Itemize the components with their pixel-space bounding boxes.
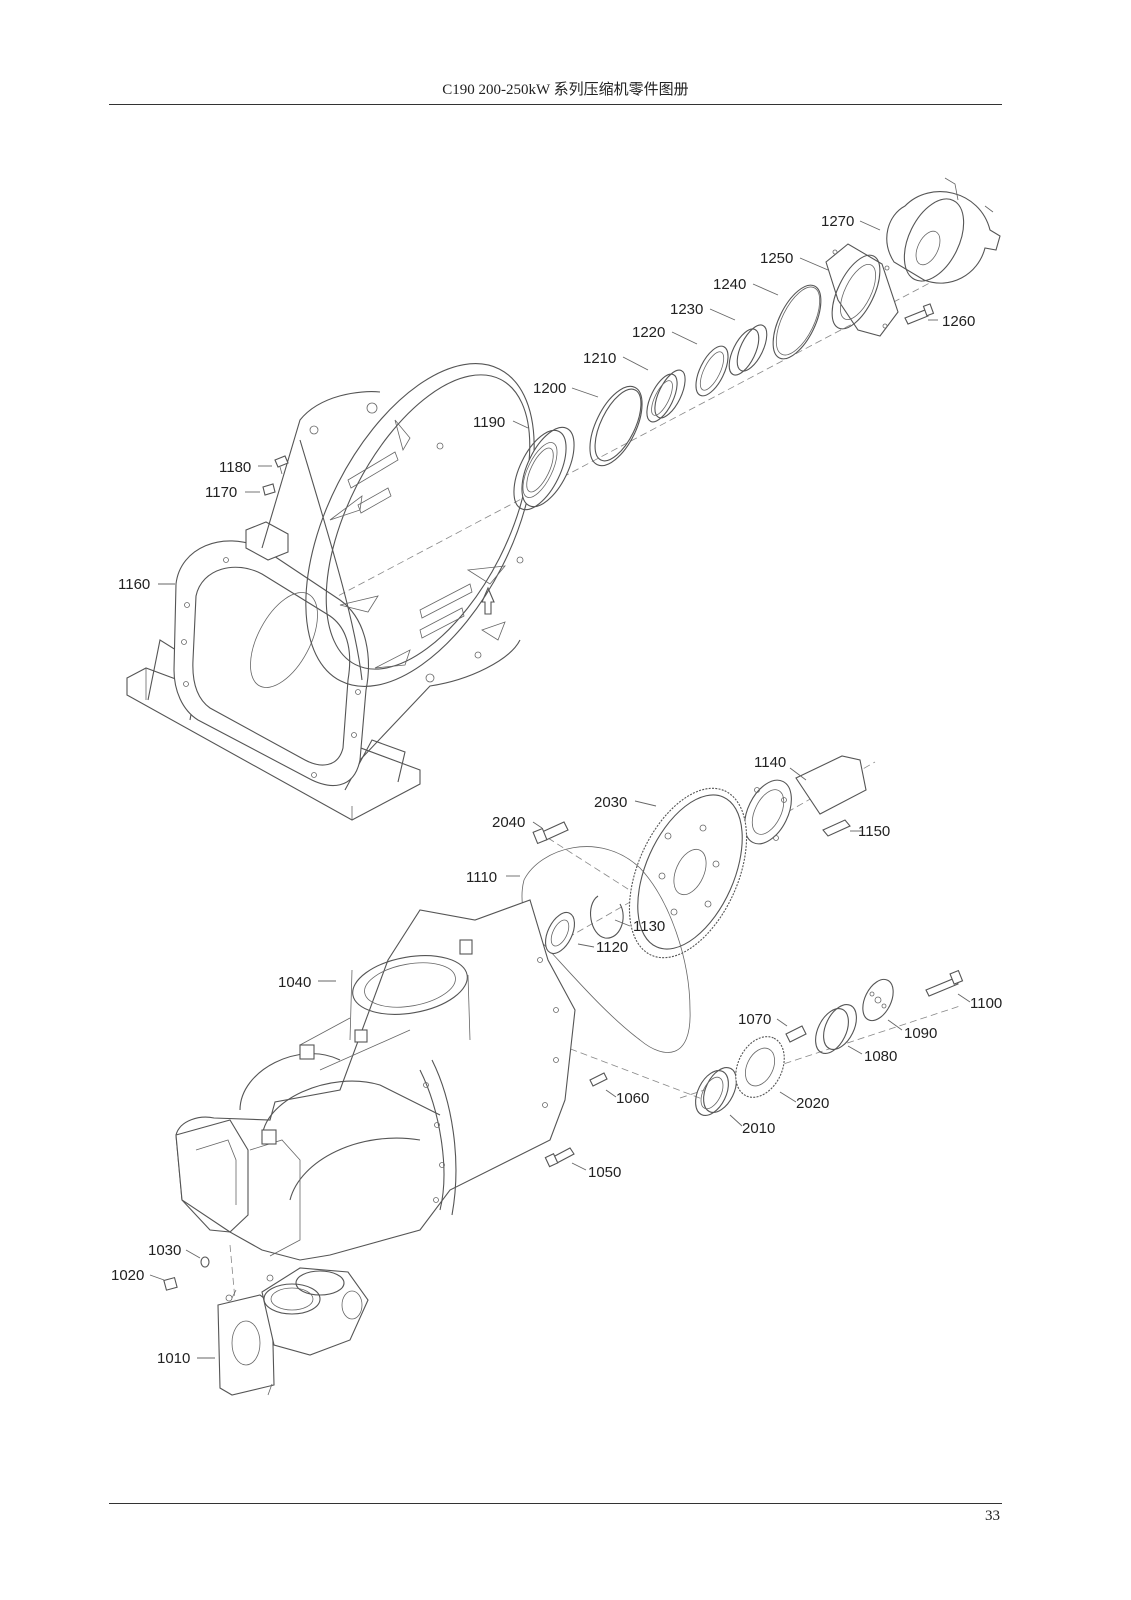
callout-1150: 1150 — [858, 823, 890, 840]
callout-1040: 1040 — [278, 974, 311, 991]
callout-1130: 1130 — [633, 918, 665, 935]
page-header-title: C190 200-250kW 系列压缩机零件图册 — [442, 82, 689, 98]
pin-1060-drawing — [589, 1072, 608, 1087]
callout-1110: 1110 — [466, 869, 497, 886]
callout-2030: 2030 — [594, 794, 627, 811]
footer-rule — [109, 1503, 1002, 1504]
bolt-1100-drawing — [925, 969, 964, 997]
callout-1080: 1080 — [864, 1048, 897, 1065]
bolt-1260-drawing — [904, 303, 935, 325]
callout-1160: 1160 — [118, 576, 150, 593]
key-1150-drawing — [822, 819, 851, 837]
o-ring-1240-drawing — [772, 284, 822, 360]
bushing-1230-drawing — [728, 324, 768, 376]
key-1070-drawing — [785, 1025, 807, 1043]
callout-2040: 2040 — [492, 814, 525, 831]
callout-1250: 1250 — [760, 250, 793, 267]
ring-1200-drawing — [589, 385, 643, 467]
washer-1090-drawing — [862, 978, 894, 1022]
callout-1190: 1190 — [473, 414, 505, 431]
spacer-1080-drawing — [815, 1004, 857, 1054]
gear-2030-drawing — [628, 787, 748, 959]
callout-1050: 1050 — [588, 1164, 621, 1181]
callout-1100: 1100 — [970, 995, 1002, 1012]
callout-1030: 1030 — [148, 1242, 181, 1259]
callout-2020: 2020 — [796, 1095, 829, 1112]
inlet-flange-1010-drawing — [217, 1267, 369, 1396]
callout-1200: 1200 — [533, 380, 566, 397]
plug-1020-drawing — [163, 1276, 178, 1291]
screw-1050-drawing — [544, 1147, 575, 1168]
seal-cover-1250-drawing — [825, 243, 899, 337]
bearing-1190-drawing — [513, 426, 575, 511]
callout-1240: 1240 — [713, 276, 746, 293]
callout-1170: 1170 — [205, 484, 237, 501]
callout-labels: 1270 1250 1240 1230 1220 1210 1200 1190 … — [111, 213, 1002, 1367]
callout-2010: 2010 — [742, 1120, 775, 1137]
callout-1060: 1060 — [616, 1090, 649, 1107]
compressor-body-1040-drawing — [175, 899, 576, 1261]
coupling-1270-drawing — [886, 177, 1001, 284]
callout-1270: 1270 — [821, 213, 854, 230]
circlip-1130-drawing — [589, 895, 624, 939]
callout-1090: 1090 — [904, 1025, 937, 1042]
upper-center-axis — [231, 267, 959, 653]
callout-1180: 1180 — [219, 459, 251, 476]
bushing-2010-drawing — [695, 1067, 737, 1116]
callout-1210: 1210 — [583, 350, 616, 367]
page-number: 33 — [985, 1508, 1000, 1524]
housing-1160-drawing — [126, 363, 535, 821]
seal-1220-drawing — [695, 345, 729, 397]
screw-1180-drawing — [274, 455, 289, 475]
washer-1030-drawing — [200, 1256, 210, 1268]
callout-1220: 1220 — [632, 324, 665, 341]
callout-1140: 1140 — [754, 754, 786, 771]
screw-1170-drawing — [262, 483, 276, 496]
screw-2040-drawing — [532, 821, 569, 845]
bearing-1120-drawing — [544, 911, 576, 955]
callout-1020: 1020 — [111, 1267, 144, 1284]
callout-1070: 1070 — [738, 1011, 771, 1028]
callout-1230: 1230 — [670, 301, 703, 318]
leader-lines — [149, 220, 971, 1359]
callout-1010: 1010 — [157, 1350, 190, 1367]
pinion-2020-drawing — [735, 1036, 785, 1098]
callout-1260: 1260 — [942, 313, 975, 330]
callout-1120: 1120 — [596, 939, 628, 956]
shaft-1140-drawing — [719, 755, 867, 847]
sleeve-1210-drawing — [646, 369, 686, 423]
header-rule — [109, 104, 1002, 105]
